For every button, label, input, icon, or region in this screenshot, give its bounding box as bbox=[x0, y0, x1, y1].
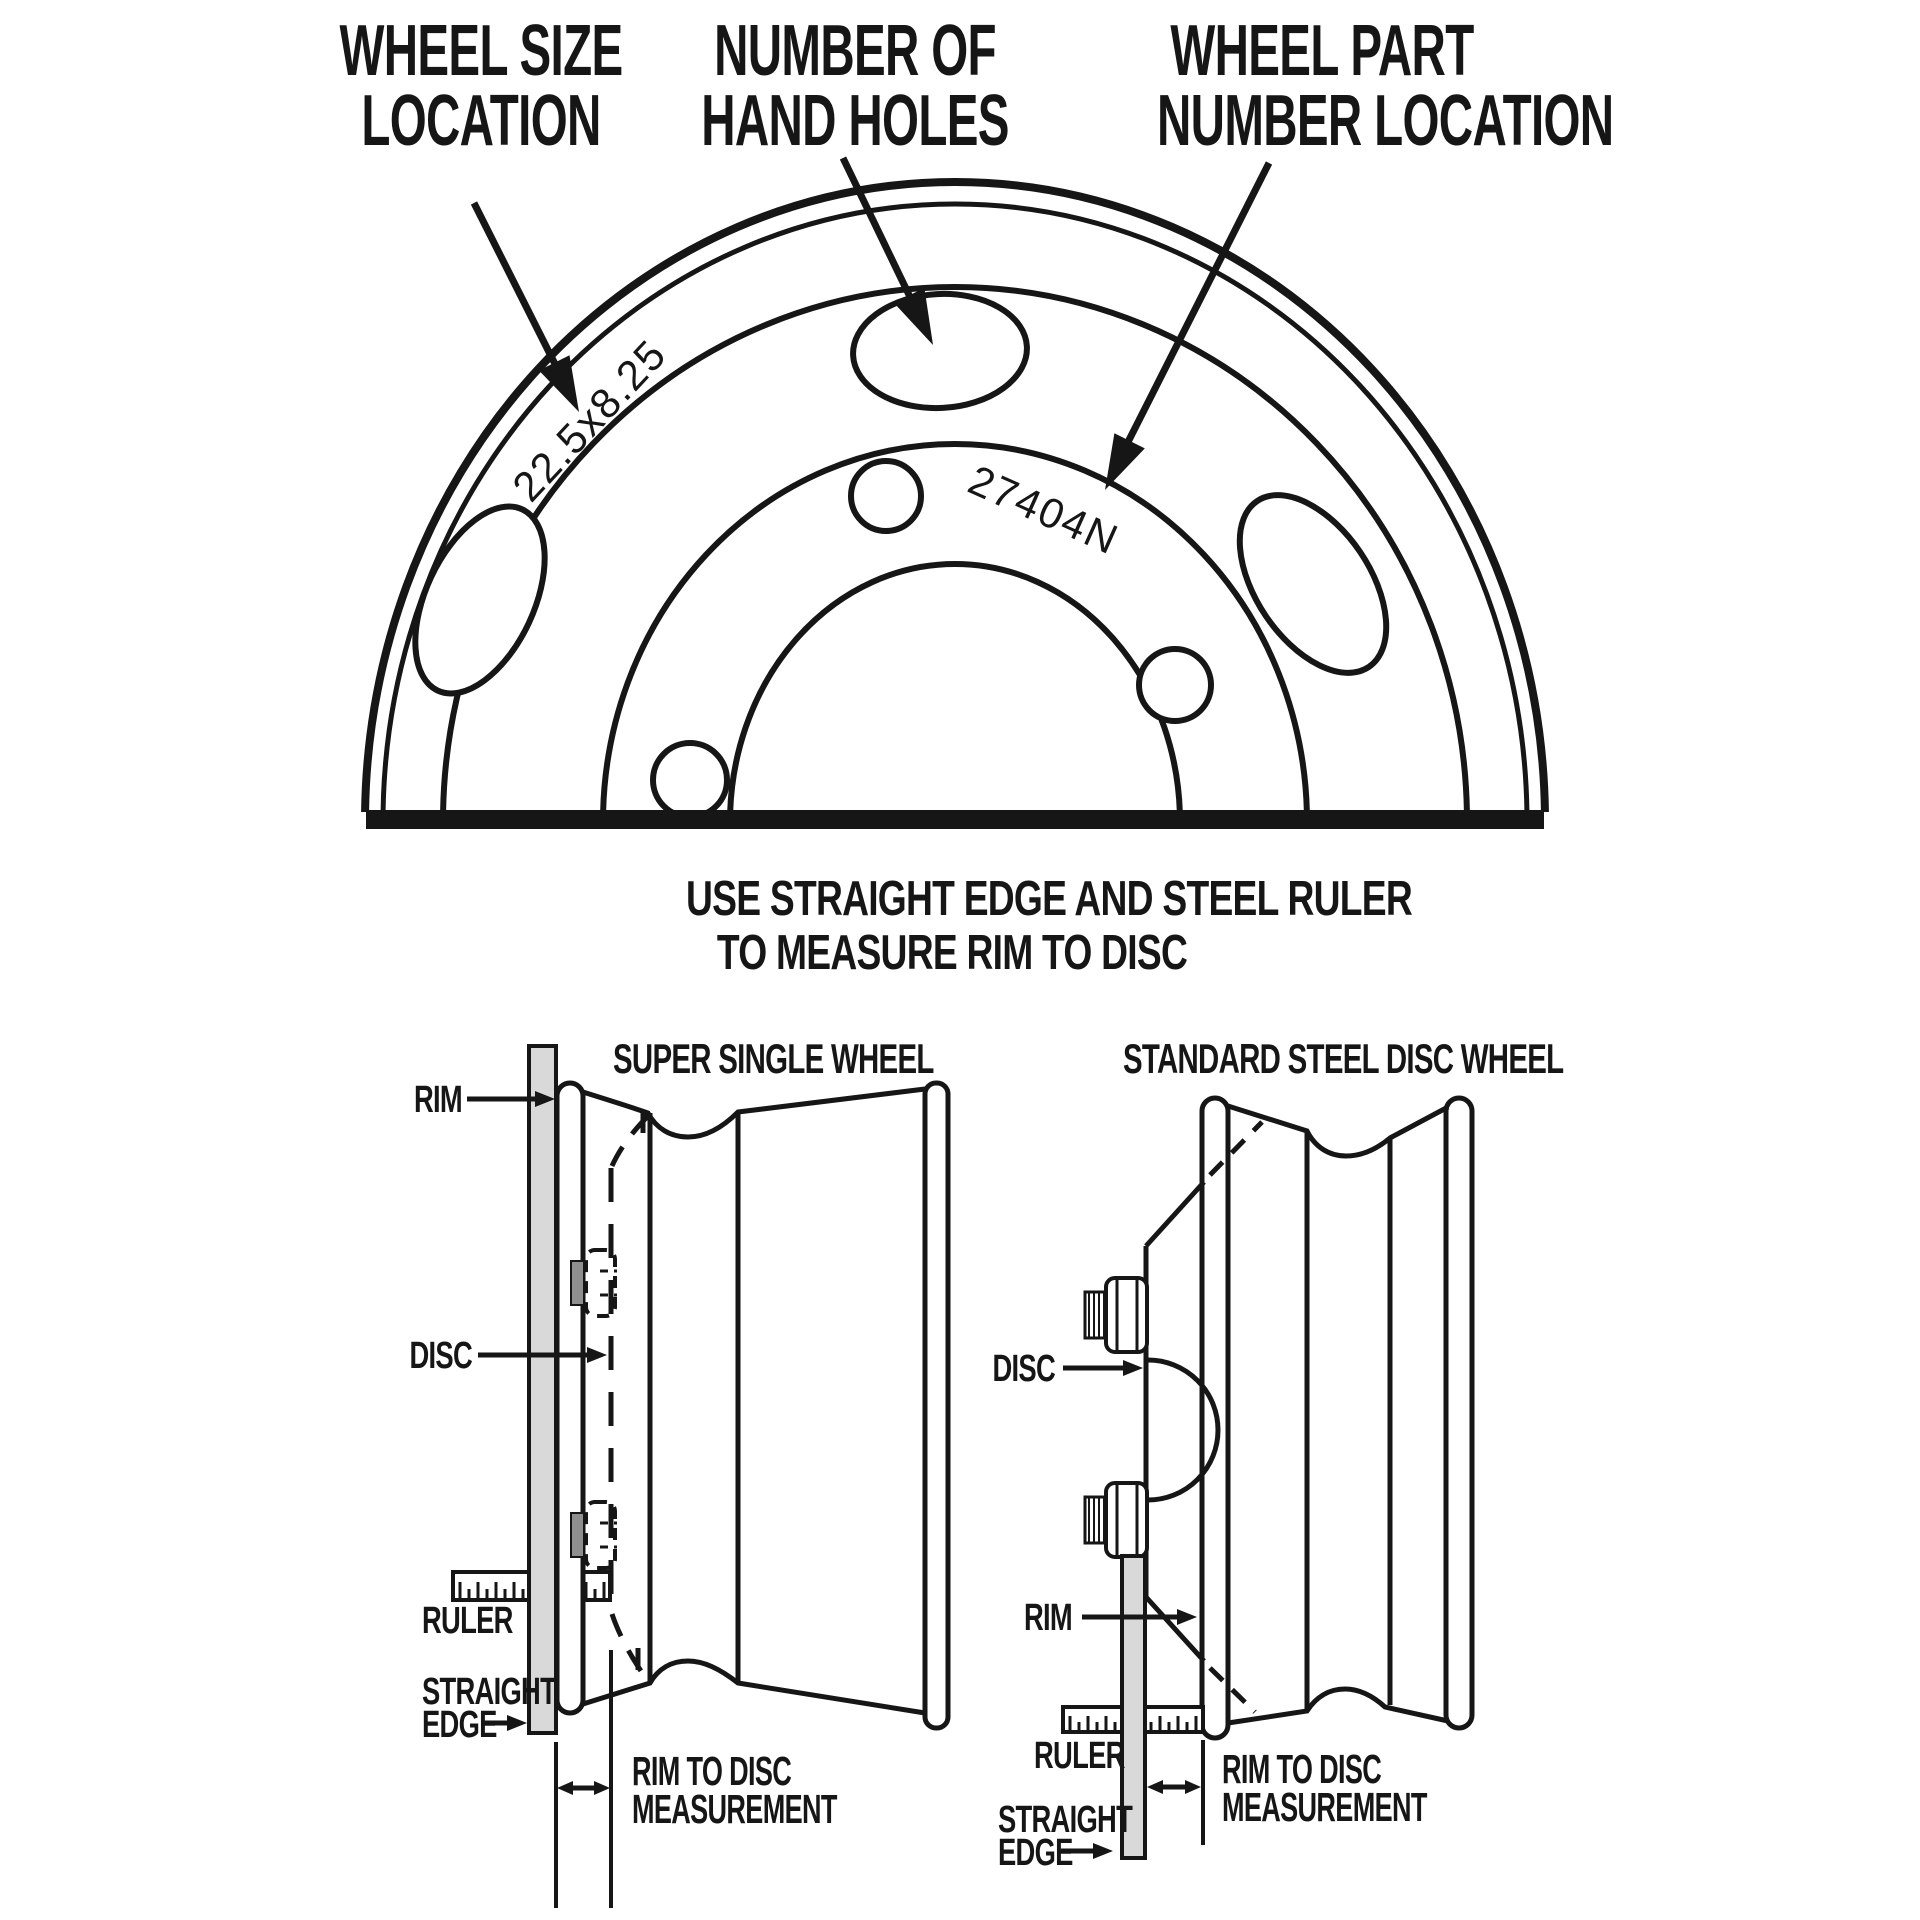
disc-leader-arrowhead-icon bbox=[587, 1347, 607, 1363]
right-rim-flange bbox=[922, 1080, 951, 1731]
callout-line: WHEEL SIZE bbox=[339, 11, 624, 91]
straight-edge-line: STRAIGHT bbox=[998, 1799, 1133, 1841]
hand-hole-left bbox=[412, 503, 548, 697]
callout-arrows bbox=[470, 156, 1273, 490]
straight-edge-line: EDGE bbox=[422, 1704, 497, 1746]
callout-line: HAND HOLES bbox=[701, 81, 1009, 161]
wheel-size-arrow bbox=[470, 201, 561, 370]
straight-edge-label-left: STRAIGHT EDGE bbox=[422, 1671, 557, 1746]
hidden-nut-lower-ticks bbox=[600, 1521, 617, 1549]
disc-hidden-curve-bottom bbox=[609, 1613, 653, 1686]
instruction-line: USE STRAIGHT EDGE AND STEEL RULER bbox=[686, 872, 1413, 926]
hand-holes-arrowhead-icon bbox=[893, 288, 933, 345]
stud-shank-lower bbox=[570, 1512, 585, 1558]
right-diagram-title: STANDARD STEEL DISC WHEEL bbox=[1123, 1035, 1564, 1082]
callout-wheel-size-location: WHEEL SIZE LOCATION bbox=[316, 11, 646, 161]
callout-line: WHEEL PART bbox=[1170, 11, 1474, 91]
stud-thread-upper bbox=[1088, 1292, 1105, 1338]
left-diagram-leaders bbox=[467, 1091, 607, 1731]
hidden-nut-lower bbox=[584, 1500, 617, 1570]
callout-line: LOCATION bbox=[361, 81, 601, 161]
measurement-line: MEASUREMENT bbox=[632, 1786, 837, 1832]
disc-label-right: DISC bbox=[992, 1348, 1056, 1390]
disc-cone-lower bbox=[1144, 1595, 1206, 1663]
measure-arrowhead-right-icon bbox=[594, 1781, 610, 1795]
hub-bore-arc bbox=[1147, 1357, 1221, 1503]
top-profile bbox=[1227, 1103, 1450, 1159]
stud-nut-upper-facets bbox=[1115, 1278, 1139, 1352]
right-measurement bbox=[1147, 1740, 1205, 1845]
straight-edge-line: STRAIGHT bbox=[422, 1671, 557, 1713]
hidden-cone-lines bbox=[1208, 1120, 1264, 1714]
right-rim-flange bbox=[1443, 1095, 1475, 1731]
instruction-line: TO MEASURE RIM TO DISC bbox=[716, 926, 1188, 980]
wheel-baseline bbox=[366, 810, 1544, 829]
bolt-hole-left bbox=[650, 740, 730, 812]
bolt-hole-right bbox=[1136, 646, 1214, 724]
measurement-line: RIM TO DISC bbox=[1222, 1746, 1382, 1792]
rim-label-left: RIM bbox=[414, 1079, 463, 1121]
center-bore-arc bbox=[727, 561, 1183, 812]
disc-cone-upper bbox=[1144, 1180, 1206, 1248]
right-diagram-leaders bbox=[1061, 1360, 1197, 1859]
left-diagram-title: SUPER SINGLE WHEEL bbox=[613, 1035, 934, 1082]
stud-nut-lower bbox=[1104, 1481, 1149, 1559]
stud-shank-upper bbox=[570, 1260, 585, 1306]
hidden-cone-lower bbox=[1208, 1666, 1257, 1714]
straight-edge-label-right: STRAIGHT EDGE bbox=[998, 1799, 1133, 1874]
hidden-nut-upper bbox=[584, 1248, 617, 1318]
standard-steel-disc-wheel-diagram bbox=[1061, 1095, 1475, 1860]
callout-number-of-hand-holes: NUMBER OF HAND HOLES bbox=[690, 11, 1020, 161]
hidden-disc-outline bbox=[584, 1114, 653, 1686]
measurement-line: MEASUREMENT bbox=[1222, 1784, 1427, 1830]
measure-arrowhead-left-icon bbox=[1147, 1780, 1163, 1794]
measure-arrowhead-left-icon bbox=[557, 1781, 573, 1795]
stud-nut-upper bbox=[1104, 1276, 1149, 1354]
super-single-wheel-diagram bbox=[451, 1044, 951, 1908]
ruler-label-left: RULER bbox=[422, 1600, 513, 1642]
hand-hole-top bbox=[850, 290, 1030, 412]
instruction-text: USE STRAIGHT EDGE AND STEEL RULER TO MEA… bbox=[686, 872, 1413, 980]
bolt-hole-upper bbox=[848, 458, 924, 534]
callout-line: NUMBER OF bbox=[714, 11, 996, 91]
straight-edge-leader-arrowhead-icon bbox=[1093, 1843, 1113, 1859]
part-number-arrowhead-icon bbox=[1105, 433, 1145, 490]
straight-edge-leader-arrowhead-icon bbox=[507, 1715, 527, 1731]
wheel-front-view bbox=[361, 178, 1549, 812]
measure-arrowhead-right-icon bbox=[1185, 1780, 1201, 1794]
bottom-profile bbox=[582, 1658, 926, 1716]
hand-hole-right bbox=[1236, 492, 1390, 676]
part-number-arrow bbox=[1123, 161, 1273, 446]
wheel-size-arrowhead-icon bbox=[539, 355, 579, 412]
measurement-label-right: RIM TO DISC MEASUREMENT bbox=[1222, 1746, 1440, 1830]
top-profile bbox=[582, 1086, 926, 1140]
hidden-nut-upper-ticks bbox=[600, 1269, 617, 1297]
left-rim-flange bbox=[554, 1080, 586, 1716]
straight-edge-bar-left bbox=[527, 1044, 558, 1735]
straight-edge-bar-right bbox=[1120, 1554, 1147, 1860]
callout-wheel-part-number-location: WHEEL PART NUMBER LOCATION bbox=[1157, 11, 1614, 161]
left-measurement bbox=[554, 1650, 613, 1908]
rim-leader-arrowhead-icon bbox=[1177, 1609, 1197, 1625]
stud-thread-lower bbox=[1088, 1497, 1105, 1543]
super-single-profile bbox=[554, 1080, 951, 1731]
rim-label-right: RIM bbox=[1024, 1597, 1073, 1639]
callout-line: NUMBER LOCATION bbox=[1157, 81, 1614, 161]
measurement-label-left: RIM TO DISC MEASUREMENT bbox=[632, 1748, 850, 1832]
rim-leader-arrowhead-icon bbox=[535, 1091, 555, 1107]
stud-nut-lower-facets bbox=[1115, 1483, 1139, 1557]
hidden-cone-upper bbox=[1208, 1120, 1264, 1177]
ruler-label-right: RULER bbox=[1034, 1735, 1125, 1777]
wheel-studs bbox=[1083, 1276, 1149, 1559]
bottom-profile bbox=[1227, 1686, 1449, 1726]
straight-edge-line: EDGE bbox=[998, 1832, 1073, 1874]
disc-hidden-curve-top bbox=[609, 1114, 650, 1168]
measurement-line: RIM TO DISC bbox=[632, 1748, 792, 1794]
standard-profile bbox=[1143, 1095, 1475, 1741]
disc-label-left: DISC bbox=[409, 1335, 473, 1377]
hand-holes-arrow bbox=[839, 156, 915, 301]
disc-leader-arrowhead-icon bbox=[1123, 1360, 1143, 1376]
